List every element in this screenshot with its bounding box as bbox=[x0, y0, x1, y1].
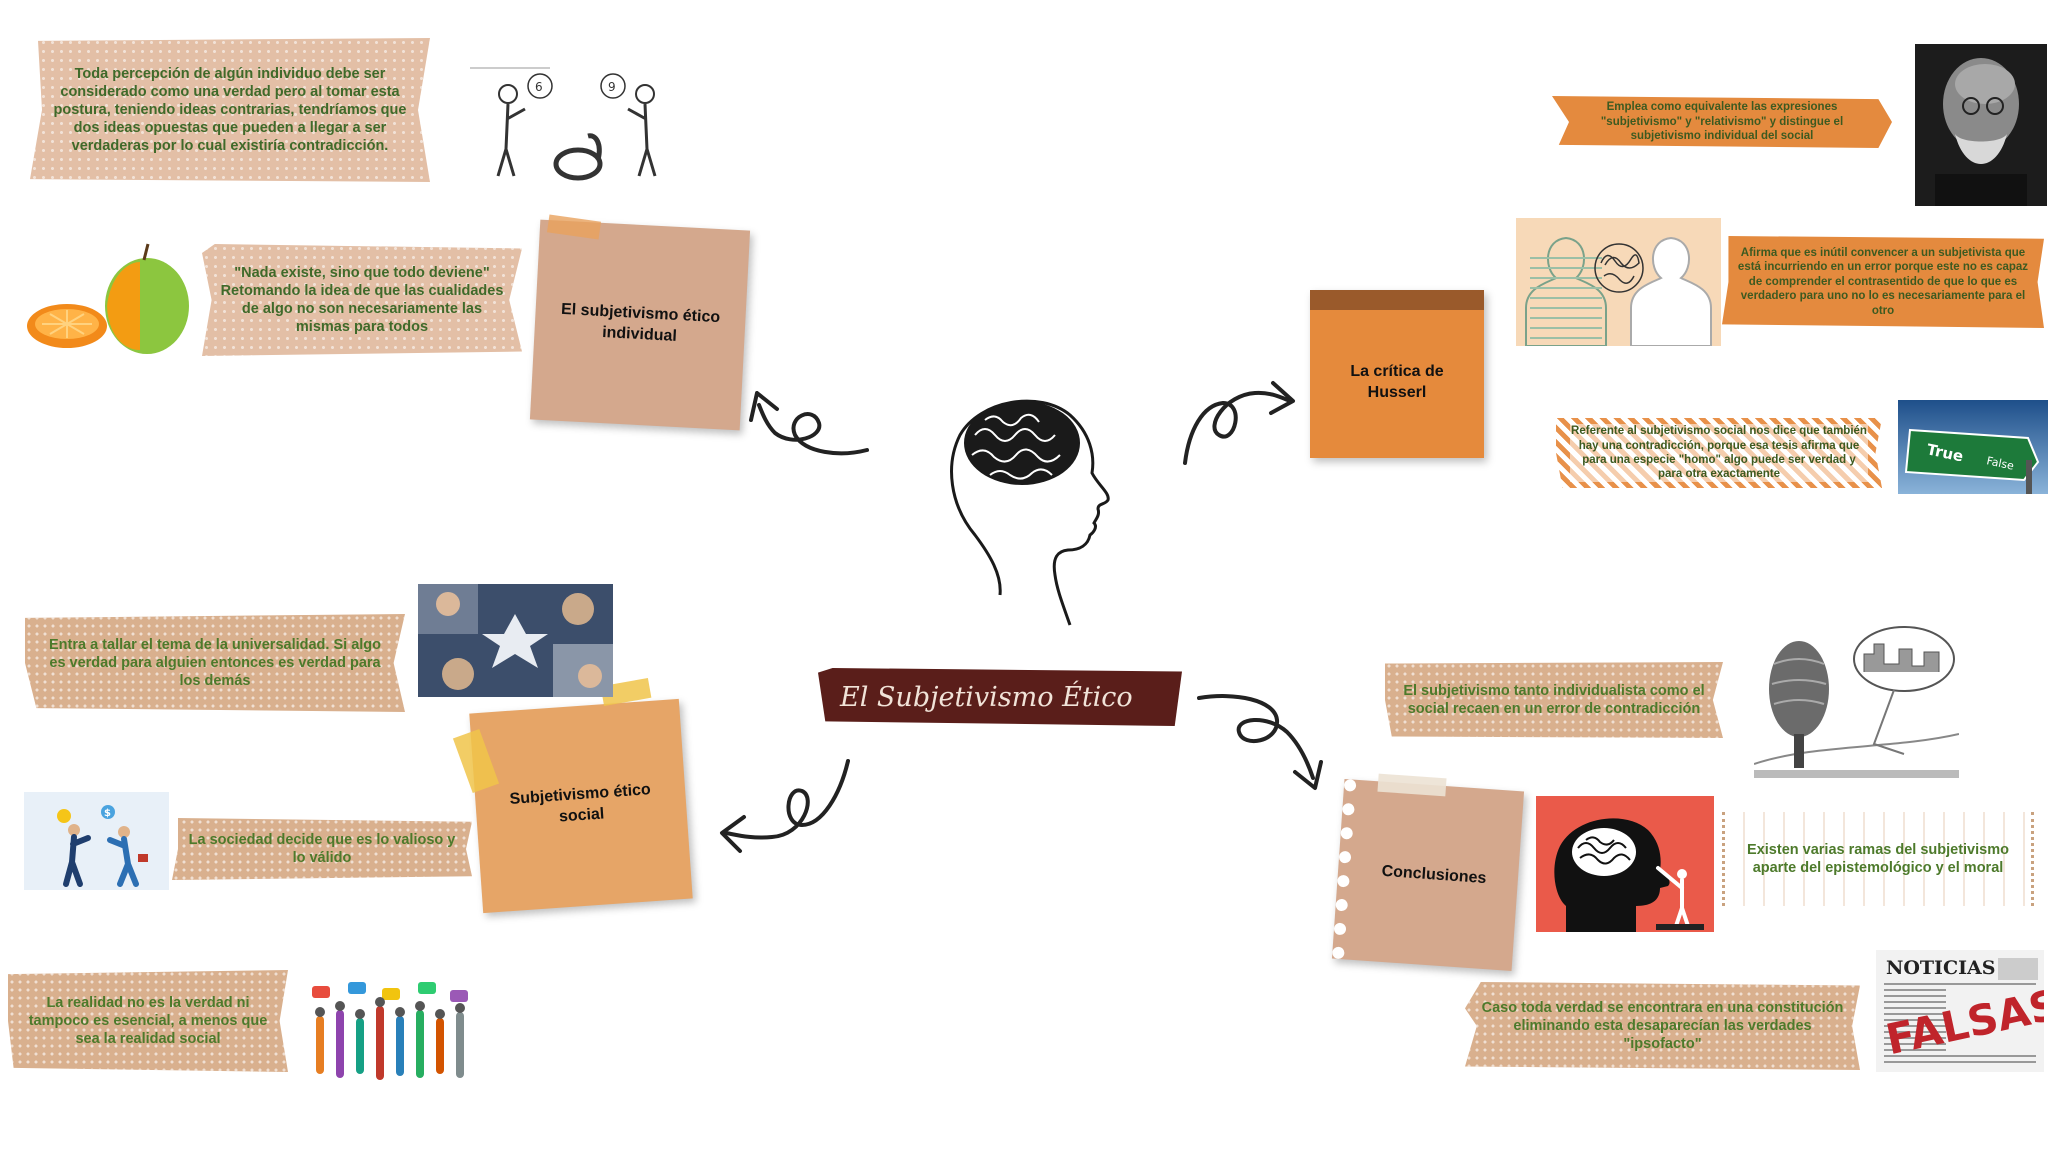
note-percepcion[interactable]: Toda percepción de algún individuo debe … bbox=[30, 38, 430, 182]
note-referente[interactable]: Referente al subjetivismo social nos dic… bbox=[1556, 418, 1882, 488]
arrow-to-individual bbox=[745, 375, 875, 460]
topic-conclusiones[interactable]: Conclusiones bbox=[1332, 779, 1524, 971]
topic-husserl-label: La crítica de Husserl bbox=[1320, 362, 1474, 404]
topic-individual-label: El subjetivismo ético individual bbox=[544, 299, 736, 350]
hands-star-image bbox=[418, 584, 613, 697]
head-brain-illustration bbox=[930, 385, 1130, 630]
topic-conclusiones-label: Conclusiones bbox=[1381, 861, 1487, 889]
note-nada-existe[interactable]: "Nada existe, sino que todo deviene" Ret… bbox=[202, 244, 522, 356]
business-people-image: $ bbox=[24, 792, 169, 890]
newspaper-header-text: NOTICIAS bbox=[1886, 957, 1995, 979]
arrow-to-conclusiones bbox=[1195, 690, 1325, 795]
note-afirma[interactable]: Afirma que es inútil convencer a un subj… bbox=[1722, 236, 2044, 328]
arrow-to-husserl bbox=[1175, 375, 1300, 470]
note-afirma-text: Afirma que es inútil convencer a un subj… bbox=[1736, 246, 2030, 318]
true-false-sign-image: True False bbox=[1898, 400, 2048, 494]
note-ramas[interactable]: Existen varias ramas del subjetivismo ap… bbox=[1722, 812, 2034, 906]
husserl-portrait-image bbox=[1915, 44, 2047, 206]
tree-city-sketch-image bbox=[1754, 624, 1959, 782]
note-nada-existe-text: "Nada existe, sino que todo deviene" Ret… bbox=[216, 264, 508, 337]
topic-social-label: Subjetivismo ético social bbox=[485, 779, 677, 834]
topic-individual[interactable]: El subjetivismo ético individual bbox=[530, 220, 750, 431]
opposing-views-image: 6 9 bbox=[470, 64, 685, 184]
topic-husserl[interactable]: La crítica de Husserl bbox=[1310, 290, 1484, 458]
apple-orange-image bbox=[22, 238, 197, 358]
central-title: El Subjetivismo Ético bbox=[818, 682, 1133, 713]
svg-text:9: 9 bbox=[608, 80, 616, 94]
note-referente-text: Referente al subjetivismo social nos dic… bbox=[1570, 424, 1868, 482]
note-caso[interactable]: Caso toda verdad se encontrara en una co… bbox=[1465, 982, 1860, 1070]
note-emplea-text: Emplea como equivalente las expresiones … bbox=[1566, 100, 1878, 143]
note-universalidad-text: Entra a tallar el tema de la universalid… bbox=[39, 636, 391, 690]
note-recaen-text: El subjetivismo tanto individualista com… bbox=[1399, 682, 1709, 718]
central-title-bar[interactable]: El Subjetivismo Ético bbox=[818, 668, 1182, 726]
note-sociedad[interactable]: La sociedad decide que es lo valioso y l… bbox=[172, 818, 472, 880]
svg-text:6: 6 bbox=[535, 80, 543, 94]
note-universalidad[interactable]: Entra a tallar el tema de la universalid… bbox=[25, 614, 405, 712]
fake-news-newspaper-image: NOTICIAS FALSAS bbox=[1876, 950, 2044, 1072]
svg-text:$: $ bbox=[104, 808, 111, 819]
note-caso-text: Caso toda verdad se encontrara en una co… bbox=[1479, 999, 1846, 1053]
note-recaen[interactable]: El subjetivismo tanto individualista com… bbox=[1385, 662, 1723, 738]
note-sociedad-text: La sociedad decide que es lo valioso y l… bbox=[186, 831, 458, 867]
crowd-speech-bubbles-image bbox=[302, 980, 477, 1084]
topic-social[interactable]: Subjetivismo ético social bbox=[469, 699, 692, 913]
head-magnifier-image bbox=[1536, 796, 1714, 932]
note-emplea[interactable]: Emplea como equivalente las expresiones … bbox=[1552, 96, 1892, 148]
confused-conversation-image bbox=[1516, 218, 1721, 346]
note-ramas-text: Existen varias ramas del subjetivismo ap… bbox=[1739, 841, 2017, 877]
note-realidad[interactable]: La realidad no es la verdad ni tampoco e… bbox=[8, 970, 288, 1072]
arrow-to-social bbox=[712, 755, 857, 855]
note-realidad-text: La realidad no es la verdad ni tampoco e… bbox=[22, 994, 274, 1048]
note-percepcion-text: Toda percepción de algún individuo debe … bbox=[44, 65, 416, 156]
